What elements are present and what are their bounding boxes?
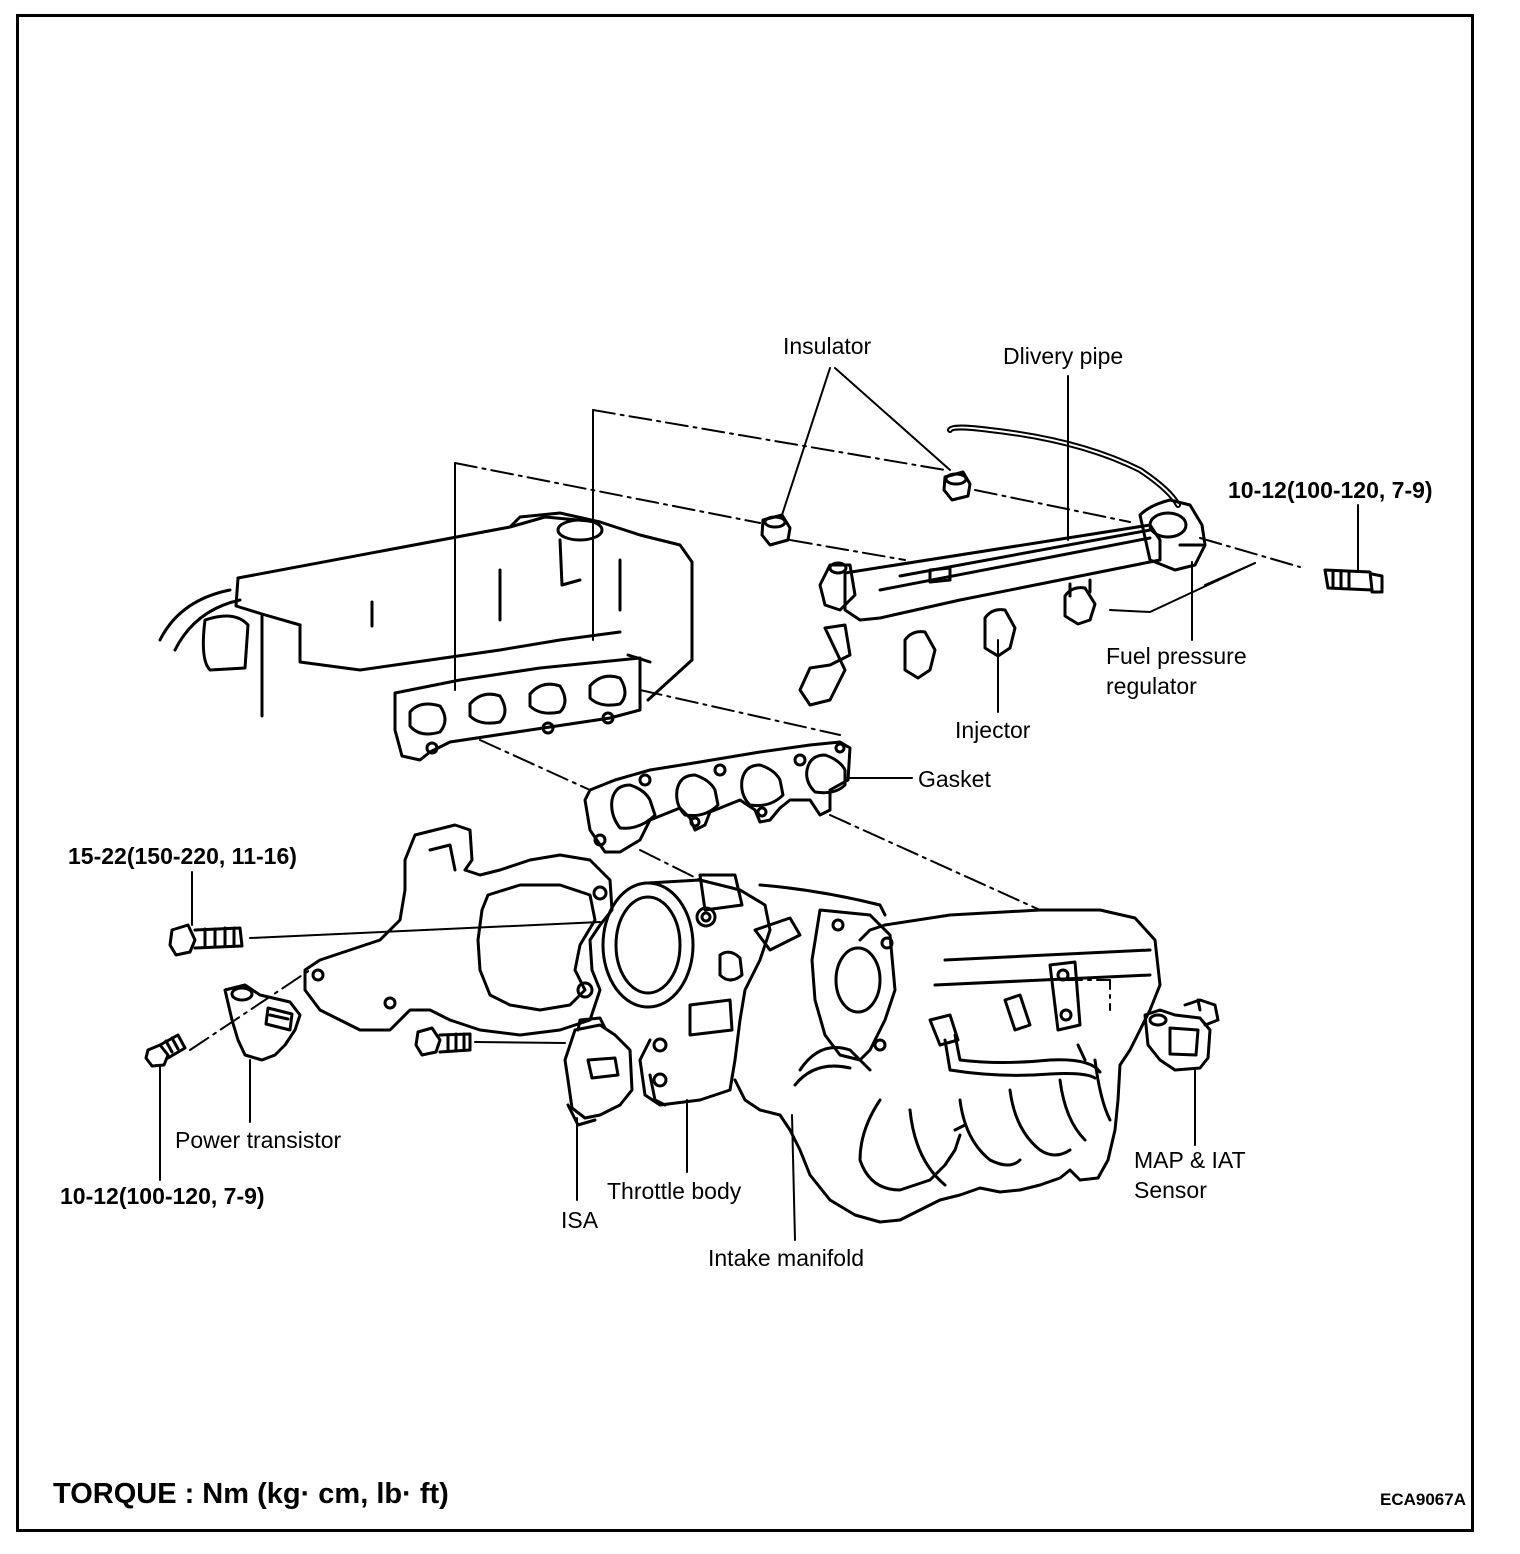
delivery-pipe-assembly bbox=[798, 424, 1207, 707]
transistor-bolt bbox=[144, 1033, 187, 1068]
diagram-frame bbox=[16, 14, 1474, 1532]
head-port-gasket bbox=[393, 653, 652, 762]
power-transistor bbox=[223, 983, 302, 1062]
label-torque-transistor-bolt: 10-12(100-120, 7-9) bbox=[60, 1183, 265, 1209]
throttle-body bbox=[601, 873, 887, 1107]
manifold-gasket bbox=[583, 740, 852, 854]
figure-code: ECA9067A bbox=[1380, 1490, 1466, 1509]
throttle-body-bolt bbox=[168, 921, 601, 957]
label-torque-throttle-bolt: 15-22(150-220, 11-16) bbox=[68, 843, 297, 869]
label-map-iat-2: Sensor bbox=[1134, 1177, 1207, 1203]
alignment-lines-solid bbox=[454, 409, 1256, 691]
manifold-bracket bbox=[303, 823, 614, 1037]
label-intake-manifold: Intake manifold bbox=[708, 1245, 864, 1271]
label-torque-delivery-bolt: 10-12(100-120, 7-9) bbox=[1228, 477, 1433, 503]
label-fuel-pressure-regulator-2: regulator bbox=[1106, 673, 1197, 699]
label-map-iat-1: MAP & IAT bbox=[1134, 1147, 1246, 1173]
label-gasket: Gasket bbox=[918, 766, 991, 792]
label-delivery-pipe: Dlivery pipe bbox=[1003, 343, 1124, 369]
intake-manifold-body bbox=[733, 908, 1162, 1224]
map-iat-sensor bbox=[1143, 998, 1220, 1072]
cylinder-head bbox=[158, 511, 694, 718]
label-power-transistor: Power transistor bbox=[175, 1127, 342, 1153]
label-insulator: Insulator bbox=[783, 333, 872, 359]
alignment-lines bbox=[189, 409, 1301, 1051]
label-throttle-body: Throttle body bbox=[607, 1178, 742, 1204]
delivery-pipe-bolt bbox=[1323, 568, 1384, 594]
label-isa: ISA bbox=[561, 1207, 599, 1233]
bracket-bolt bbox=[414, 1026, 566, 1057]
label-injector: Injector bbox=[955, 717, 1031, 743]
label-fuel-pressure-regulator-1: Fuel pressure bbox=[1106, 643, 1247, 669]
torque-unit-note: TORQUE : Nm (kg· cm, lb· ft) bbox=[53, 1478, 449, 1510]
leader-lines bbox=[159, 367, 1359, 1241]
isa-valve bbox=[563, 1016, 634, 1127]
